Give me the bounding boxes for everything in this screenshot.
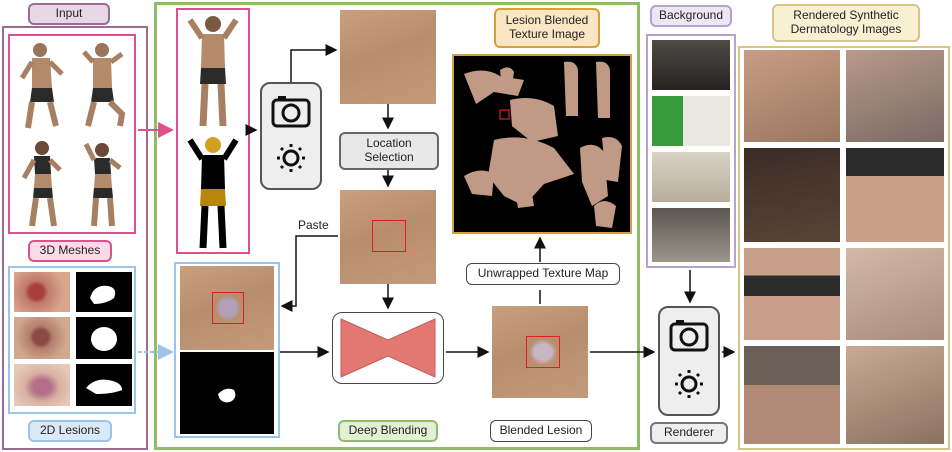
rendered-label: Rendered Synthetic Dermatology Images [772,4,920,42]
background-image [652,208,730,262]
background-image [652,40,730,90]
lesions-label: 2D Lesions [28,420,112,442]
light-icon [277,144,305,172]
rendered-frame [738,46,950,450]
mesh-figure [18,138,68,230]
camera-icon [271,96,311,128]
rendered-image [846,248,944,340]
mesh-figure [18,40,68,132]
meshes-label: 3D Meshes [28,240,112,262]
renderer-label: Renderer [650,422,728,444]
pasted-lesion-frame [174,262,280,438]
unwrapped-texture-label: Unwrapped Texture Map [466,263,620,285]
background-label: Background [650,5,732,27]
lesion-image [14,364,70,406]
pasted-lesion-patch [180,266,274,350]
blended-lesion-patch [492,306,588,398]
location-selection-box: Location Selection [339,132,439,170]
light-icon [675,370,703,398]
camera-light-box [260,82,322,190]
skin-patch-original [340,10,436,104]
selection-box [212,292,244,324]
input-label: Input [28,3,110,25]
mesh-figure [78,138,128,230]
body-mesh [180,12,246,130]
selection-box [372,220,406,252]
input-panel [2,26,148,450]
segmented-body [180,134,246,250]
texture-image-label: Lesion Blended Texture Image [494,8,600,48]
deep-blending-network [332,312,444,384]
background-frame [646,34,736,268]
pasted-lesion-mask [180,352,274,434]
background-image [652,152,730,202]
lesions-frame [8,266,136,414]
rendered-image [744,50,840,142]
meshes-frame [8,34,136,234]
lesion-image [14,317,70,359]
blended-lesion-label: Blended Lesion [490,420,592,442]
skin-patch-selected [340,190,436,284]
rendered-image [846,50,944,142]
deep-blending-label: Deep Blending [338,420,438,442]
lesion-mask [76,364,132,406]
rendered-image [846,148,944,242]
lesion-image [14,272,70,312]
rendered-image [744,248,840,340]
blending-panel [154,2,640,450]
rendered-image [744,148,840,242]
rendered-image [744,346,840,444]
mesh-figure [78,40,128,132]
renderer-box [658,306,720,416]
background-image [652,96,730,146]
paste-label: Paste [298,218,329,232]
lesion-mask [76,272,132,312]
selection-box [526,336,560,368]
camera-icon [669,320,709,352]
texture-image [452,54,632,234]
lesion-mask [76,317,132,359]
rendered-image [846,346,944,444]
